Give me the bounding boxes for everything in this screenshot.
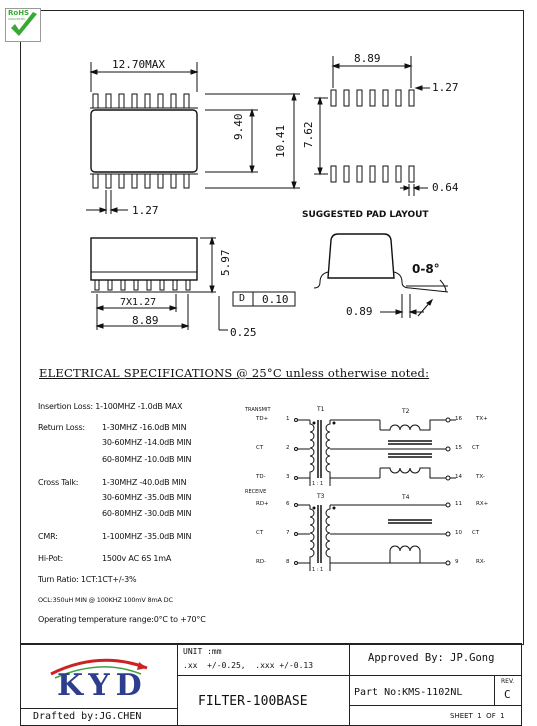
rohs-label: RoHS [8, 9, 30, 17]
ocl: OCL:350uH MIN @ 100KHZ 100mV 8mA DC [38, 596, 173, 604]
pin-right-num: 10 [455, 530, 462, 536]
return-loss-line: 30-60MHZ -14.0dB MIN [102, 438, 192, 447]
pin-left-name: TD+ [256, 416, 269, 422]
part-no-cell: Part No:KMS-1102NL [349, 675, 495, 706]
drawing-frame [20, 10, 524, 645]
top-view-pins-upper [90, 93, 198, 109]
pin-left-name: TD- [256, 474, 266, 480]
pin-right-num: 11 [455, 501, 462, 507]
approved-by: Approved By: JP.Gong [368, 652, 495, 664]
side-pitch-dim: 7X1.27 [120, 297, 157, 308]
coplanarity-frame [232, 291, 296, 307]
top-view-body [90, 109, 198, 173]
pin-right-name: TX- [476, 474, 485, 480]
top-pitch-dim: 1.27 [132, 204, 159, 217]
end-angle-dim: 0-8° [412, 262, 440, 276]
rev-value: C [504, 688, 511, 701]
cross-talk-label: Cross Talk: [38, 478, 79, 487]
ratio-bottom: 1 : 1 [312, 567, 324, 573]
pin-right-num: 14 [455, 474, 462, 480]
pin-left-num: 1 [286, 416, 290, 422]
return-loss-line: 1-30MHZ -16.0dB MIN [102, 423, 187, 432]
pin-right-num: 9 [455, 559, 459, 565]
receive-label: RECEIVE [245, 489, 267, 495]
cross-talk-line: 1-30MHZ -40.0dB MIN [102, 478, 187, 487]
rohs-check-icon [5, 8, 41, 42]
pin-right-name: CT [472, 445, 480, 451]
t3-label: T3 [317, 493, 325, 500]
hipot-label: Hi-Pot: [38, 554, 63, 563]
approved-cell: Approved By: JP.Gong [349, 643, 522, 676]
title-cell: FILTER-100BASE [177, 675, 350, 726]
pin-left-name: RD- [256, 559, 267, 565]
pin-left-num: 7 [286, 530, 290, 536]
unit-label: UNIT :mm [183, 647, 222, 656]
return-loss-label: Return Loss: [38, 423, 85, 432]
transmit-label: TRANSMIT [245, 407, 271, 413]
cross-talk-line: 30-60MHZ -35.0dB MIN [102, 493, 192, 502]
sheet-label: SHEET 1 OF 1 [450, 712, 505, 720]
pin-right-num: 16 [455, 416, 462, 422]
t2-label: T2 [402, 408, 410, 415]
pin-left-num: 2 [286, 445, 290, 451]
drafted-by-cell: Drafted by:JG.CHEN [20, 708, 178, 726]
title-block-logo-cell: KYD [20, 643, 178, 709]
drawing-title: FILTER-100BASE [198, 694, 308, 709]
t1-label: T1 [317, 406, 325, 413]
rev-label: REV. [501, 678, 515, 685]
drafted-by: Drafted by:JG.CHEN [33, 711, 142, 722]
cmr-label: CMR: [38, 532, 58, 541]
side-lead-dim: 0.25 [230, 326, 257, 339]
pin-left-name: CT [256, 445, 264, 451]
pad-size-dim: 0.64 [432, 181, 459, 194]
pin-right-num: 15 [455, 445, 462, 451]
pad-layout-upper [330, 89, 415, 107]
schematic [294, 417, 456, 571]
part-no: Part No:KMS-1102NL [354, 687, 463, 698]
turn-ratio: Turn Ratio: 1CT:1CT+/-3% [38, 575, 137, 584]
top-width-dim: 12.70MAX [112, 58, 165, 71]
logo-text: KYD [57, 668, 148, 703]
specs-heading: ELECTRICAL SPECIFICATIONS @ 25°C unless … [39, 366, 430, 380]
pad-width-dim: 8.89 [354, 52, 381, 65]
end-lead-dim: 0.89 [346, 305, 373, 318]
rev-cell: REV. C [494, 675, 522, 706]
pin-left-name: CT [256, 530, 264, 536]
pin-left-num: 6 [286, 501, 290, 507]
sheet-cell: SHEET 1 OF 1 [349, 705, 522, 726]
tolerance-label: .xx +/-0.25, .xxx +/-0.13 [183, 661, 314, 670]
side-span-dim: 8.89 [132, 314, 159, 327]
ratio-top: 1 : 1 [312, 481, 324, 487]
cmr-value: 1-100MHZ -35.0dB MIN [102, 532, 192, 541]
cross-talk-line: 60-80MHZ -30.0dB MIN [102, 509, 192, 518]
operating-temp: Operating temperature range:0°C to +70°C [38, 615, 206, 624]
pad-pitch-dim: 1.27 [432, 81, 459, 94]
return-loss-line: 60-80MHZ -10.0dB MIN [102, 455, 192, 464]
side-view-leads [91, 280, 200, 293]
pin-right-name: CT [472, 530, 480, 536]
insertion-loss: Insertion Loss: 1-100MHZ -1.0dB MAX [38, 402, 183, 411]
pin-left-num: 3 [286, 474, 290, 480]
rohs-sub-label: 2002/95/EC [8, 17, 26, 21]
side-view-body [90, 237, 198, 281]
pin-left-name: RD+ [256, 501, 269, 507]
unit-cell: UNIT :mm .xx +/-0.25, .xxx +/-0.13 [177, 643, 350, 676]
mechanical-drawing [86, 56, 449, 331]
coplanarity-datum: D [239, 293, 246, 304]
pin-left-num: 8 [286, 559, 290, 565]
pin-right-name: RX- [476, 559, 486, 565]
pin-right-name: RX+ [476, 501, 489, 507]
rohs-badge: RoHS 2002/95/EC [5, 8, 41, 42]
pad-layout-title: SUGGESTED PAD LAYOUT [302, 210, 429, 220]
t4-label: T4 [402, 494, 410, 501]
top-view-pins-lower [90, 173, 198, 189]
hipot-value: 1500v AC 6S 1mA [102, 554, 172, 563]
pin-right-name: TX+ [476, 416, 488, 422]
end-view-body [327, 233, 395, 279]
pad-layout-lower [330, 165, 415, 183]
coplanarity-value: 0.10 [262, 293, 289, 306]
kyd-logo [50, 658, 148, 679]
